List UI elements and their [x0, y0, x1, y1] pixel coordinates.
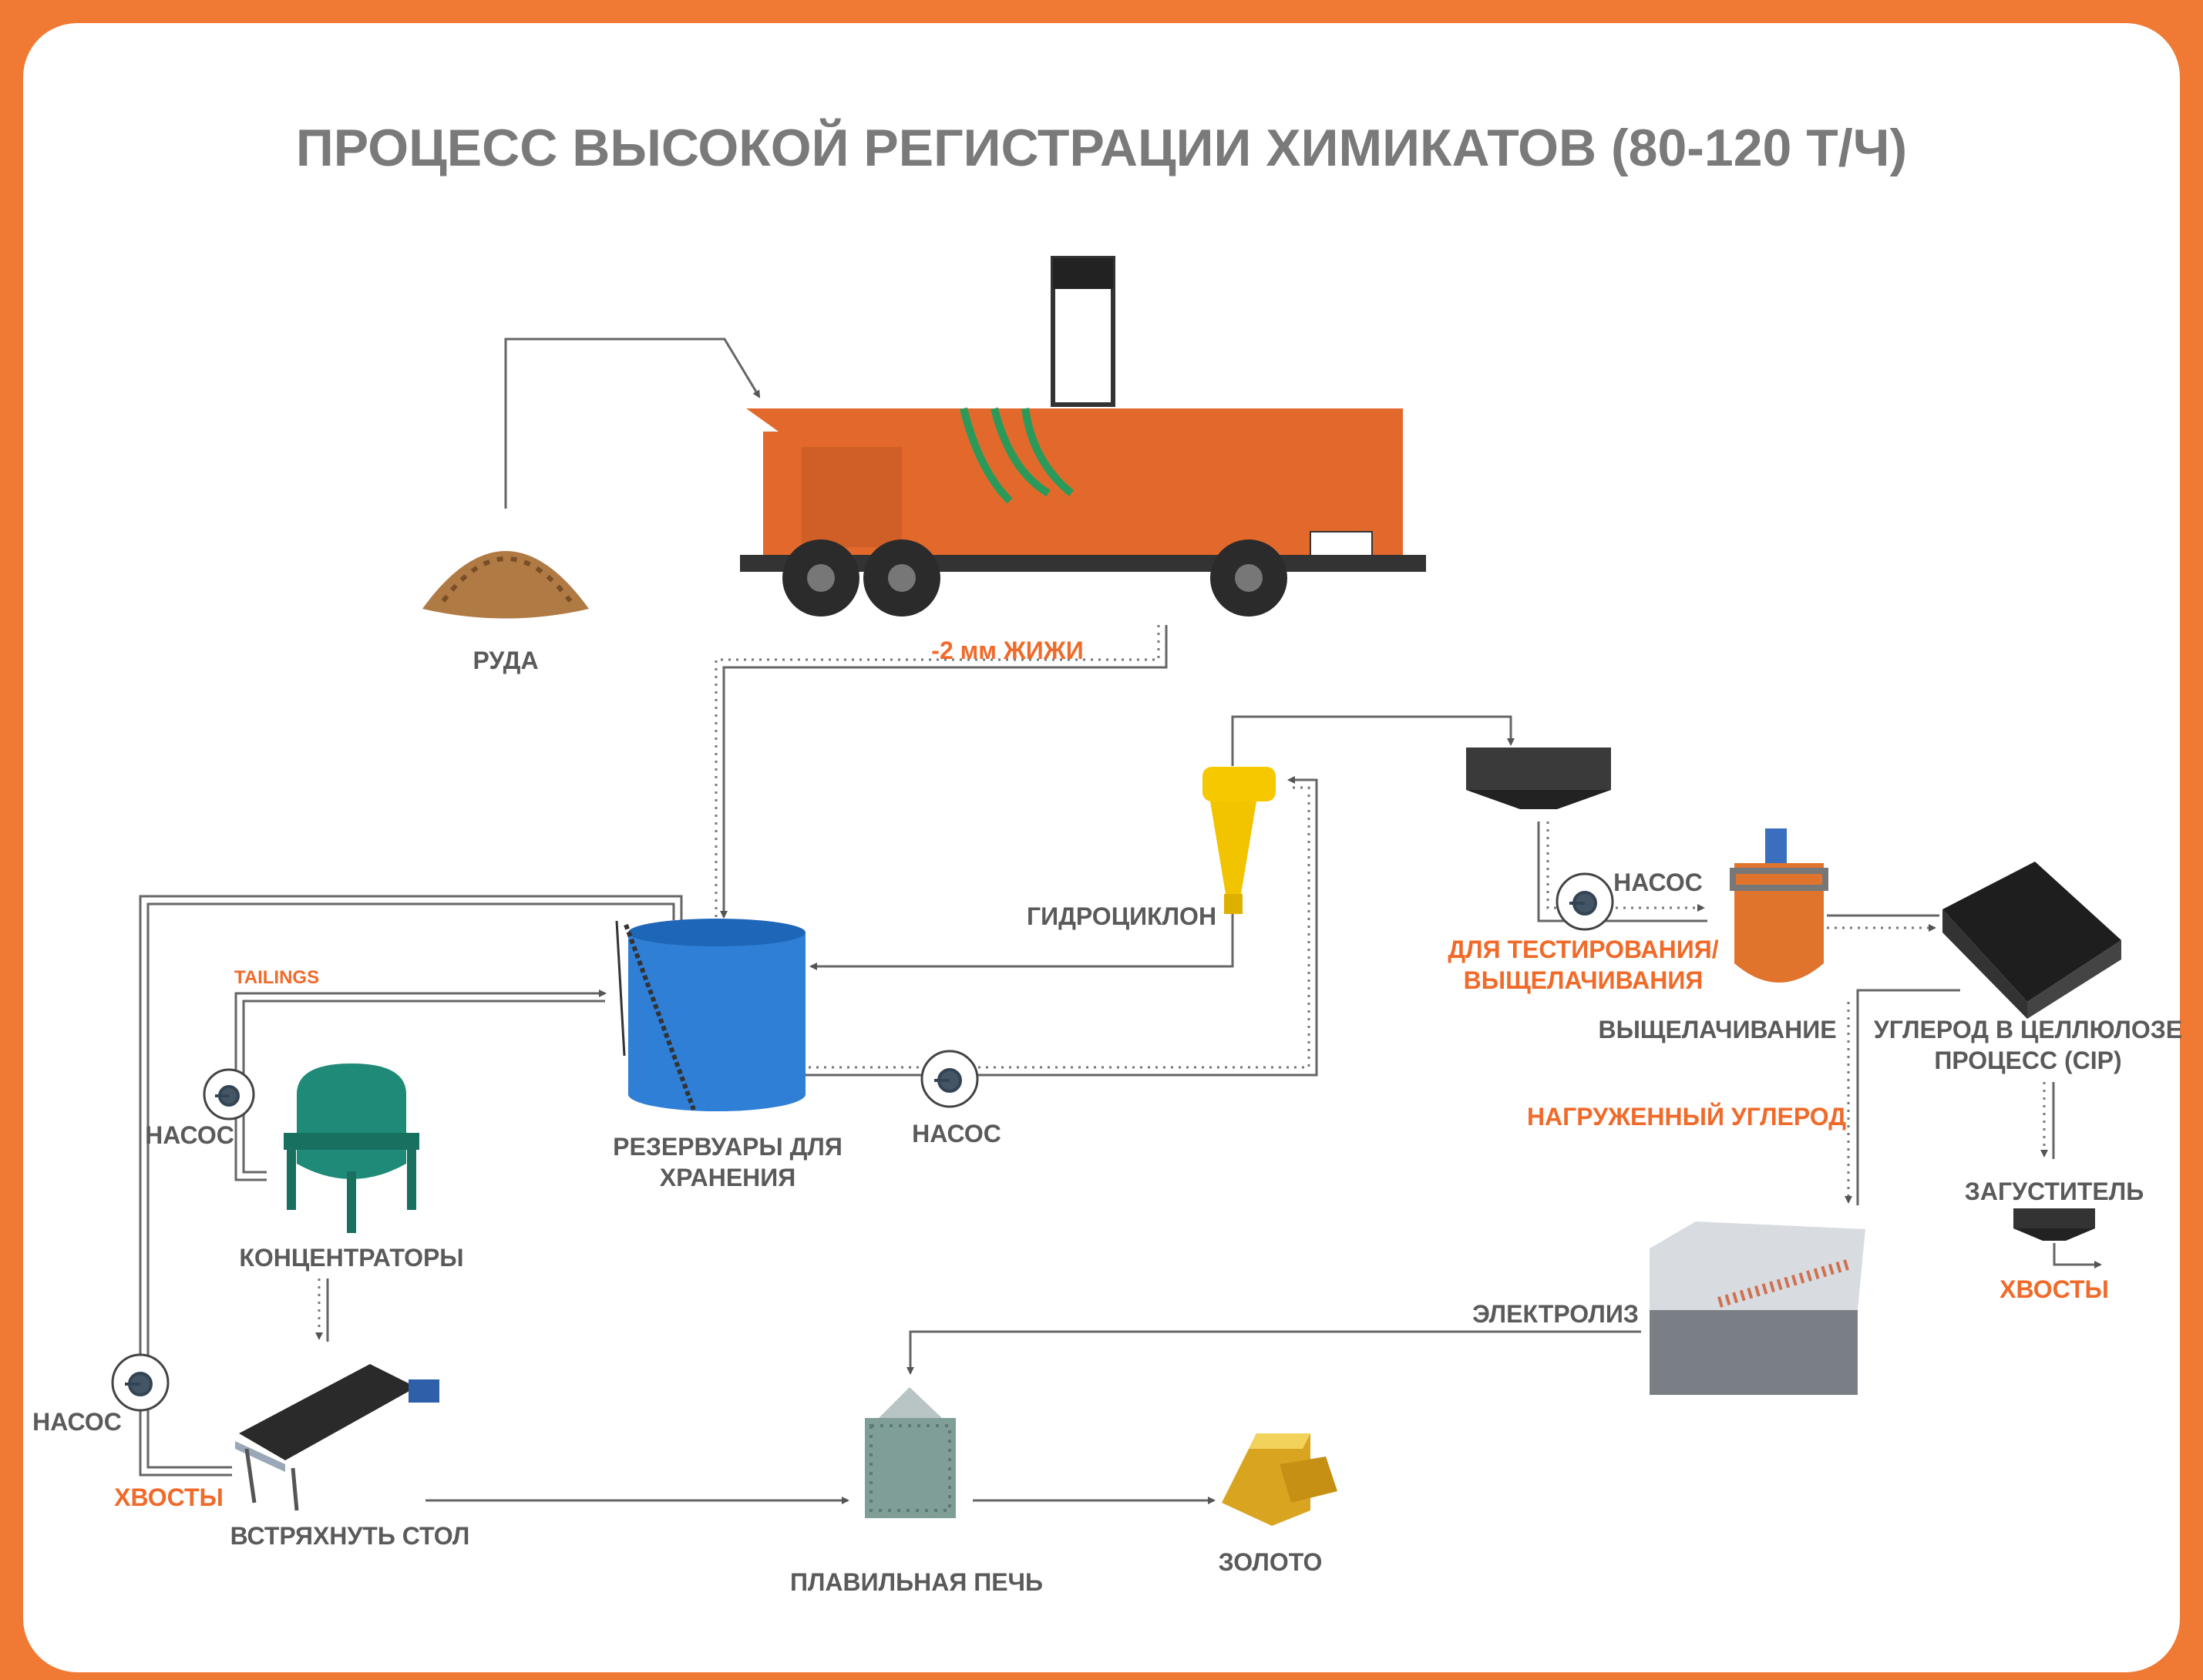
cyclone-overflow-line: [1231, 715, 1515, 766]
ore-pile-icon: [422, 551, 589, 619]
trommel-plant-icon: [740, 256, 1426, 617]
loaded-carbon-label: НАГРУЖЕННЫЙ УГЛЕРОД: [1527, 1103, 1846, 1131]
hydrocyclone-icon: [1202, 767, 1276, 914]
thickener-label: ЗАГУСТИТЕЛЬ: [1965, 1178, 2144, 1205]
slurry-line: [720, 625, 1168, 919]
concentrators-label: КОНЦЕНТРАТОРЫ: [239, 1244, 463, 1272]
gold-label: ЗОЛОТО: [1219, 1548, 1323, 1576]
tailings-label: TAILINGS: [234, 967, 319, 988]
smelting-furnace-icon: [865, 1387, 956, 1518]
thickener-to-leach-line: [1537, 822, 1707, 922]
electrolysis-cell-icon: [1650, 1221, 1865, 1395]
gold-bars-icon: [1222, 1433, 1337, 1526]
slurry-label: -2 мм ЖИЖИ: [931, 637, 1083, 664]
pump-icon-top: [1556, 872, 1614, 931]
furnace-label: ПЛАВИЛЬНАЯ ПЕЧЬ: [790, 1568, 1043, 1596]
tails-label-right: ХВОСТЫ: [2000, 1275, 2109, 1303]
page-title: ПРОЦЕСС ВЫСОКОЙ РЕГИСТРАЦИИ ХИМИКАТОВ (8…: [296, 118, 1907, 177]
storage-tank-icon: [615, 919, 806, 1111]
pump-label-bottom: НАСОС: [32, 1408, 122, 1436]
cip-label-line1: УГЛЕРОД В ЦЕЛЛЮЛОЗЕ: [1874, 1016, 2182, 1043]
ore-feed-line: [504, 338, 761, 509]
cip-label-line2: ПРОЦЕСС (CIP): [1934, 1047, 2121, 1074]
storage-tanks-label-line1: РЕЗЕРВУАРЫ ДЛЯ: [613, 1133, 843, 1161]
slurry-dotted: [715, 625, 1160, 917]
storage-tanks-label-line2: ХРАНЕНИЯ: [660, 1164, 796, 1191]
pump-label-mid: НАСОС: [912, 1120, 1001, 1147]
pump-icon-bottom: [111, 1353, 170, 1412]
ore-label: РУДА: [473, 647, 538, 674]
pump-label-top: НАСОС: [1613, 869, 1703, 896]
leaching-label: ВЫЩЕЛАЧИВАНИЕ: [1598, 1016, 1836, 1043]
cyclone-underflow-line: [809, 913, 1234, 970]
pump-dotted: [801, 786, 1310, 1069]
tails-label-left: ХВОСТЫ: [114, 1483, 224, 1511]
thickener-dotted: [1546, 822, 1705, 912]
testing-label-line1: ДЛЯ ТЕСТИРОВАНИЯ/: [1448, 936, 1718, 963]
shaking-table-icon: [235, 1364, 439, 1511]
leach-tank-icon: [1730, 828, 1828, 983]
testing-label-line2: ВЫЩЕЛАЧИВАНИЯ: [1464, 966, 1704, 994]
small-thickener-icon: [2013, 1208, 2095, 1241]
pump-label-left: НАСОС: [145, 1121, 234, 1149]
concentrator-icon: [284, 1063, 419, 1233]
thickener-tails-line: [2053, 1243, 2102, 1268]
cip-to-electrolysis-line: [1856, 989, 1960, 1205]
electrolysis-label: ЭЛЕКТРОЛИЗ: [1472, 1300, 1639, 1328]
pump-icon-mid: [920, 1050, 979, 1108]
cip-tank-icon: [1942, 862, 2121, 1019]
electrolysis-to-furnace-line: [906, 1330, 1641, 1375]
tails-return-line: [139, 895, 683, 1477]
shaking-table-label: ВСТРЯХНУТЬ СТОЛ: [230, 1522, 470, 1550]
thickener-icon: [1466, 748, 1611, 809]
pump-to-cyclone-line: [801, 776, 1318, 1077]
hydrocyclone-label: ГИДРОЦИКЛОН: [1027, 902, 1216, 930]
pump-icon-left: [203, 1068, 255, 1121]
tails-return-line-inner: [146, 902, 675, 1469]
